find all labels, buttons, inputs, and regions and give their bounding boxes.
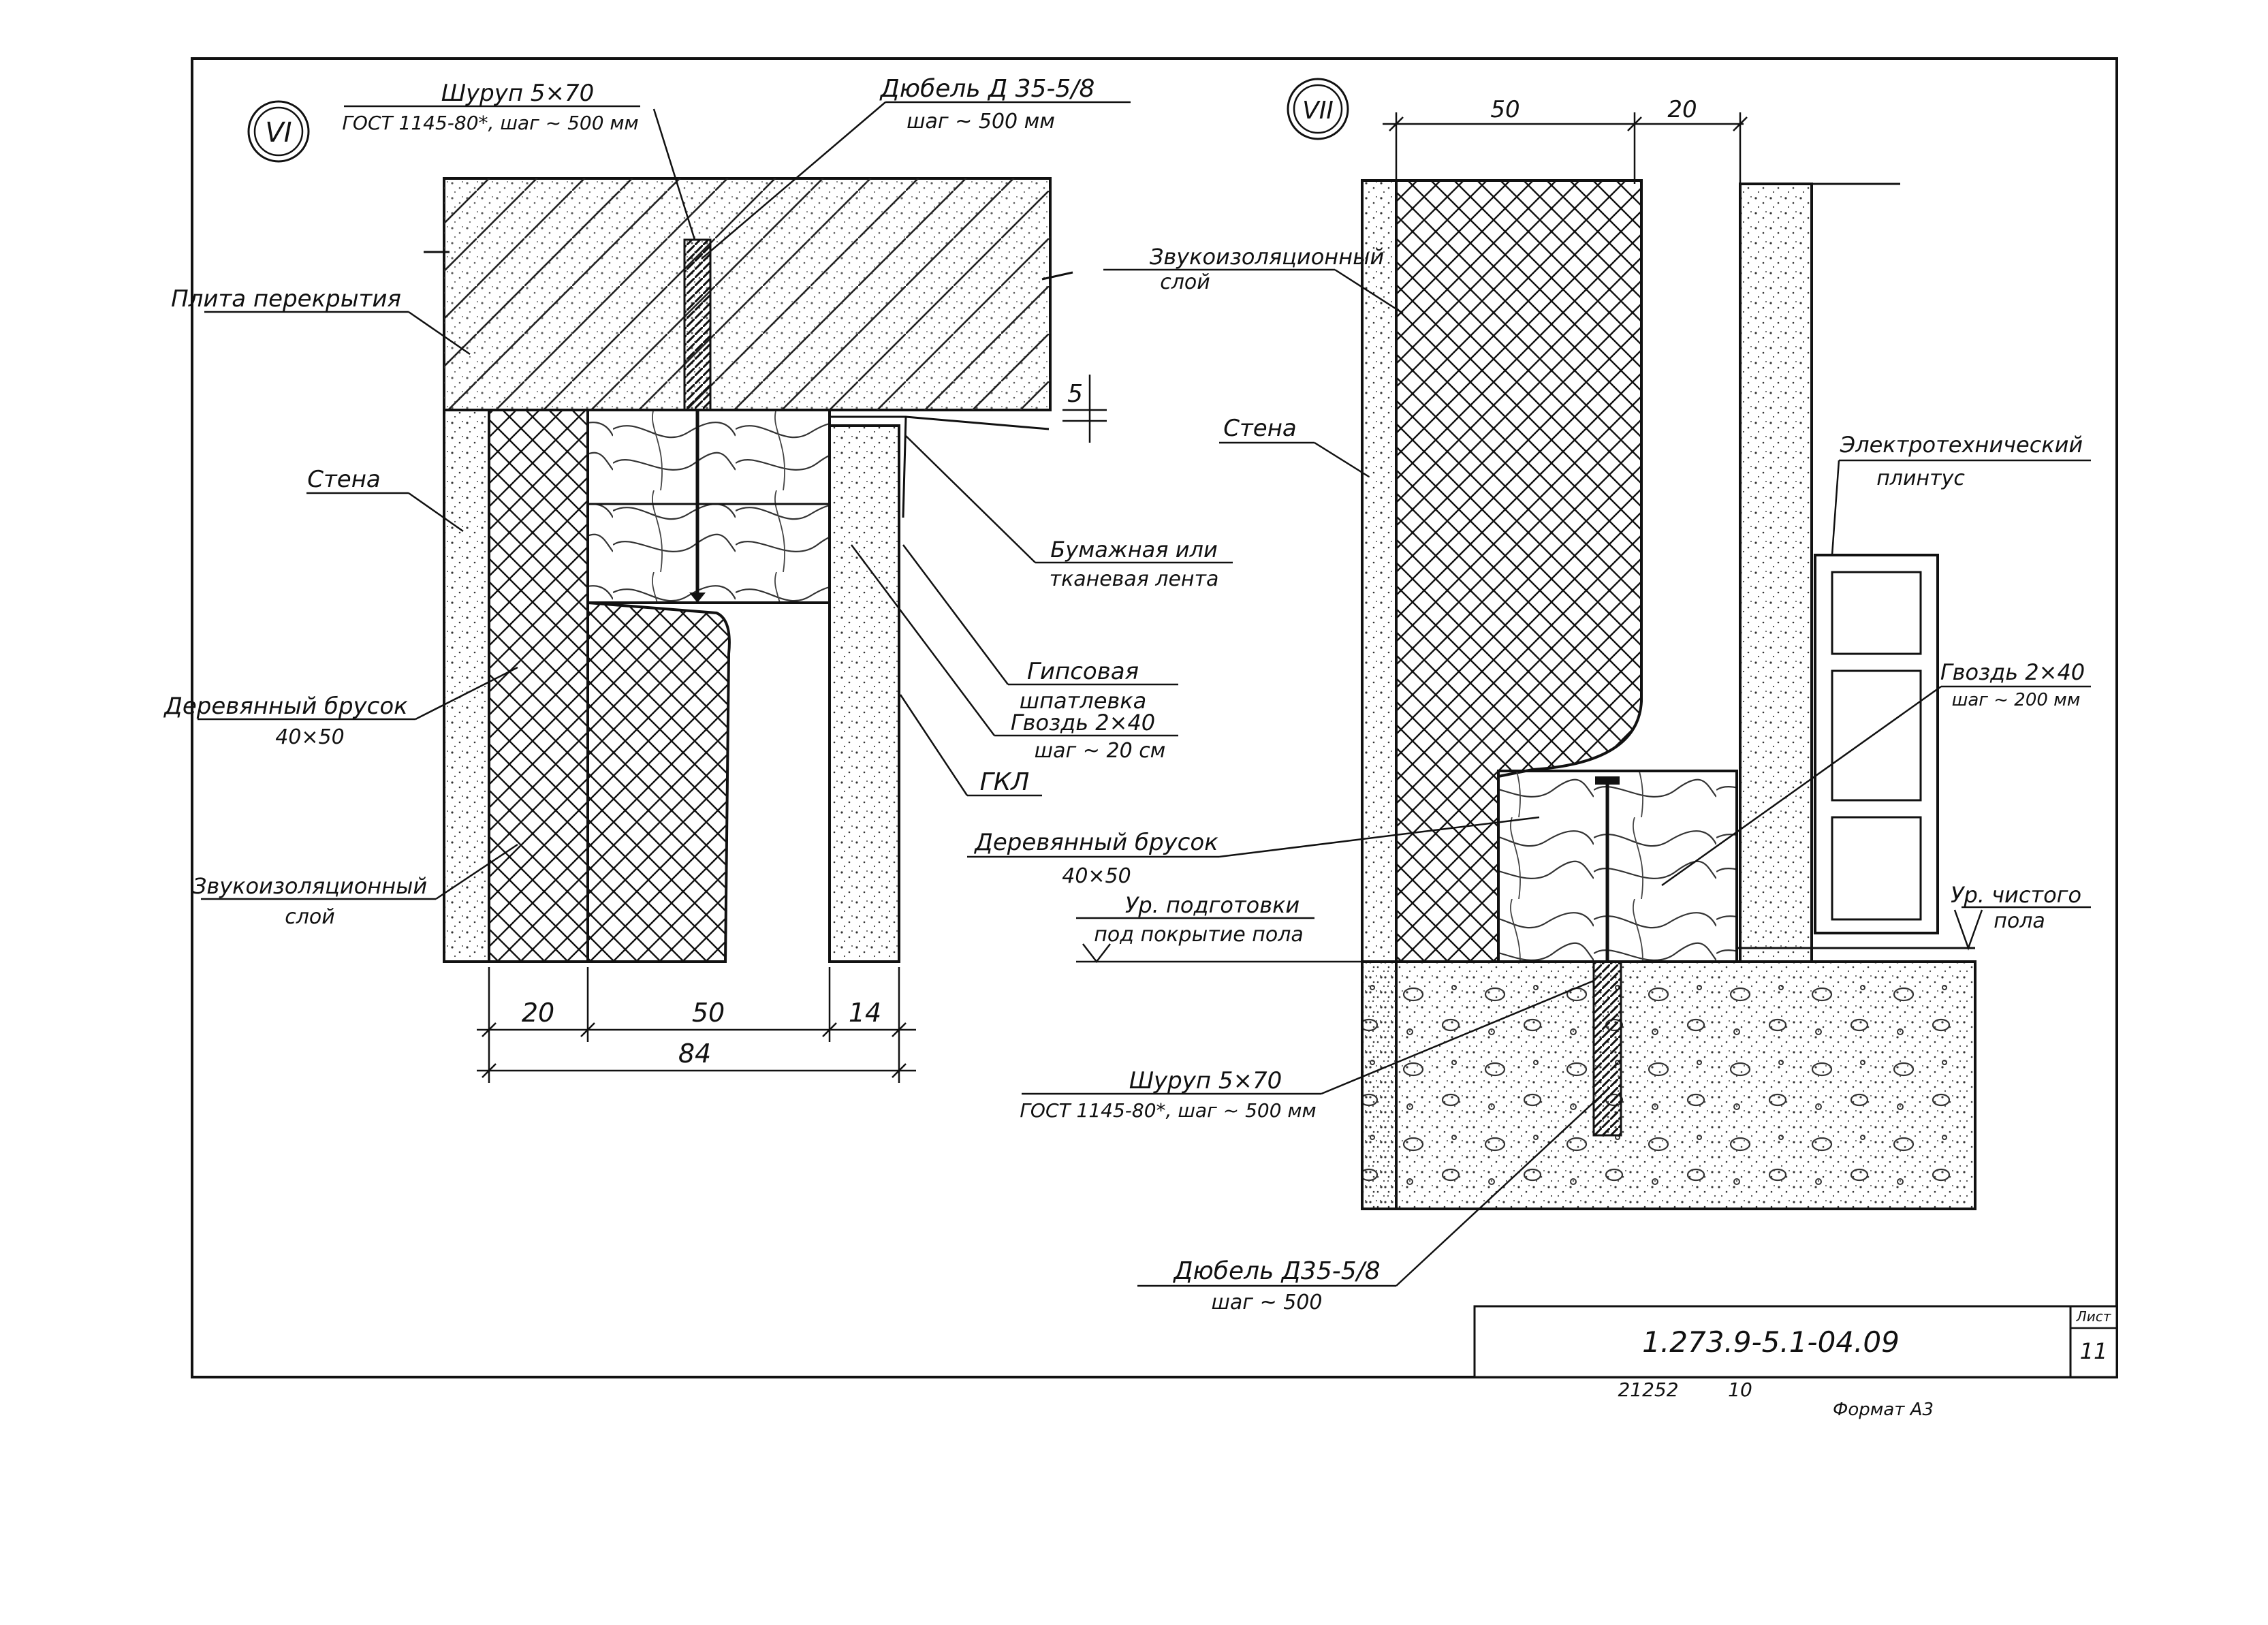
dim-top-2: 20: [1667, 96, 1697, 123]
svg-text:Дюбель Д 35-5/8: Дюбель Д 35-5/8: [879, 75, 1095, 103]
dim-1: 20: [522, 998, 554, 1028]
callout-putty: Гипсовая шпатлевка: [902, 544, 1178, 714]
svg-text:Стена: Стена: [307, 466, 381, 493]
dimension-line-vii: [1383, 112, 1748, 184]
svg-text:Ур. подготовки: Ур. подготовки: [1125, 892, 1300, 918]
dimension-line-vi: [477, 967, 916, 1083]
electrical-plinth: [1814, 554, 1939, 934]
svg-text:Деревянный брусок: Деревянный брусок: [973, 829, 1218, 856]
svg-text:Дюбель Д35-5/8: Дюбель Д35-5/8: [1172, 1257, 1380, 1285]
svg-text:Шуруп 5×70: Шуруп 5×70: [1129, 1067, 1282, 1094]
callout-clean-floor: Ур. чистого пола: [1951, 882, 2091, 951]
callout-insulation-vi: Звукоизоляционный слой: [193, 843, 518, 929]
svg-text:слой: слой: [1160, 270, 1210, 294]
insulation-layer: [488, 409, 589, 963]
detail-vii-marker: VII: [1302, 97, 1334, 125]
svg-text:Стена: Стена: [1223, 415, 1297, 442]
svg-text:Гипсовая: Гипсовая: [1027, 658, 1139, 685]
dim-top-1: 50: [1490, 96, 1519, 123]
svg-text:Гвоздь 2×40: Гвоздь 2×40: [1940, 659, 2085, 685]
detail-vi-marker-circle: [247, 100, 310, 163]
callout-slab: Плита перекрытия: [171, 285, 471, 356]
callout-wall-vii: Стена: [1219, 415, 1370, 478]
dim-3: 14: [849, 998, 881, 1028]
svg-text:шаг ~ 500: шаг ~ 500: [1211, 1291, 1322, 1314]
svg-text:пола: пола: [1994, 909, 2045, 933]
callout-insulation-vii: Звукоизоляционный слой: [1103, 244, 1404, 315]
callout-dowel-vi: Дюбель Д 35-5/8 шаг ~ 500 мм: [701, 75, 1131, 259]
dowel: [683, 238, 712, 411]
svg-text:Звукоизоляционный: Звукоизоляционный: [193, 873, 427, 899]
svg-text:Плита перекрытия: Плита перекрытия: [171, 285, 401, 313]
floor-base: [1361, 960, 1976, 1210]
sheet-footer: 21252 10 Формат А3: [1618, 1378, 1934, 1420]
dim-2: 50: [692, 998, 725, 1028]
svg-text:под покрытие пола: под покрытие пола: [1094, 923, 1304, 947]
callout-dowel-vii: Дюбель Д35-5/8 шаг ~ 500: [1137, 1089, 1608, 1314]
dim-total: 84: [678, 1039, 711, 1069]
callout-plinth: Электротехнический плинтус: [1831, 432, 2091, 556]
title-stamp: 1.273.9-5.1-04.09 Лист 11: [1473, 1305, 2118, 1378]
dowel-vii: [1592, 960, 1622, 1137]
footer-page: 10: [1728, 1378, 1752, 1401]
callout-screw-vii: Шуруп 5×70 ГОСТ 1145-80*, шаг ~ 500 мм: [1020, 979, 1594, 1122]
svg-text:Электротехнический: Электротехнический: [1840, 432, 2083, 458]
svg-text:ГОСТ 1145-80*, шаг ~ 500 мм: ГОСТ 1145-80*, шаг ~ 500 мм: [1020, 1099, 1316, 1122]
callout-wall-vi: Стена: [306, 466, 464, 533]
detail-vii: VII 50 20: [967, 78, 2091, 1314]
callout-tape: Бумажная или тканевая лента: [905, 435, 1233, 591]
gypsum-board: [828, 424, 900, 963]
stamp-code: 1.273.9-5.1-04.09: [1642, 1325, 1900, 1359]
svg-text:Шуруп 5×70: Шуруп 5×70: [441, 80, 595, 107]
footer-inv: 21252: [1618, 1378, 1678, 1401]
callout-bar-vii: Деревянный брусок 40×50: [967, 816, 1540, 888]
svg-text:ГОСТ 1145-80*, шаг ~ 500 мм: ГОСТ 1145-80*, шаг ~ 500 мм: [342, 112, 638, 134]
svg-text:Бумажная или: Бумажная или: [1050, 537, 1217, 563]
detail-vi-marker: VI: [265, 117, 292, 148]
svg-text:шаг ~ 500 мм: шаг ~ 500 мм: [907, 110, 1055, 133]
detail-vii-marker-circle: [1287, 78, 1349, 140]
svg-text:шаг ~ 200 мм: шаг ~ 200 мм: [1952, 690, 2081, 710]
gypsum-board-vii: [1739, 183, 1813, 963]
callout-nail-vii: Гвоздь 2×40 шаг ~ 200 мм: [1661, 659, 2091, 887]
wooden-bar: [586, 409, 831, 604]
callout-gkl: ГКЛ: [899, 694, 1042, 797]
svg-text:Ур. чистого: Ур. чистого: [1951, 882, 2081, 908]
svg-text:шаг ~ 20 см: шаг ~ 20 см: [1035, 739, 1166, 763]
svg-text:Деревянный брусок: Деревянный брусок: [163, 693, 408, 720]
svg-text:шпатлевка: шпатлевка: [1020, 688, 1146, 714]
callout-nail-vi: Гвоздь 2×40 шаг ~ 20 см: [851, 544, 1178, 763]
sheet-frame: [191, 57, 2118, 1378]
svg-text:ГКЛ: ГКЛ: [980, 768, 1030, 796]
svg-text:40×50: 40×50: [1062, 864, 1131, 888]
wooden-bar-vii: [1497, 770, 1738, 963]
callout-screw-vi: Шуруп 5×70 ГОСТ 1145-80*, шаг ~ 500 мм: [342, 80, 696, 240]
footer-format: Формат А3: [1833, 1400, 1934, 1420]
svg-text:плинтус: плинтус: [1876, 467, 1965, 490]
callout-bar-vi: Деревянный брусок 40×50: [163, 666, 518, 749]
dim-gap: 5: [1067, 380, 1083, 408]
detail-vi: VI 5: [163, 75, 1233, 1083]
svg-text:40×50: 40×50: [275, 725, 344, 749]
stamp-sheet-label: Лист: [2076, 1308, 2112, 1325]
svg-text:Звукоизоляционный: Звукоизоляционный: [1150, 244, 1384, 270]
svg-text:слой: слой: [285, 905, 335, 929]
svg-text:Гвоздь 2×40: Гвоздь 2×40: [1011, 710, 1155, 736]
svg-text:тканевая лента: тканевая лента: [1050, 567, 1219, 591]
callout-prep-level: Ур. подготовки под покрытие пола: [1076, 892, 1362, 964]
stamp-sheet-no: 11: [2080, 1338, 2108, 1364]
